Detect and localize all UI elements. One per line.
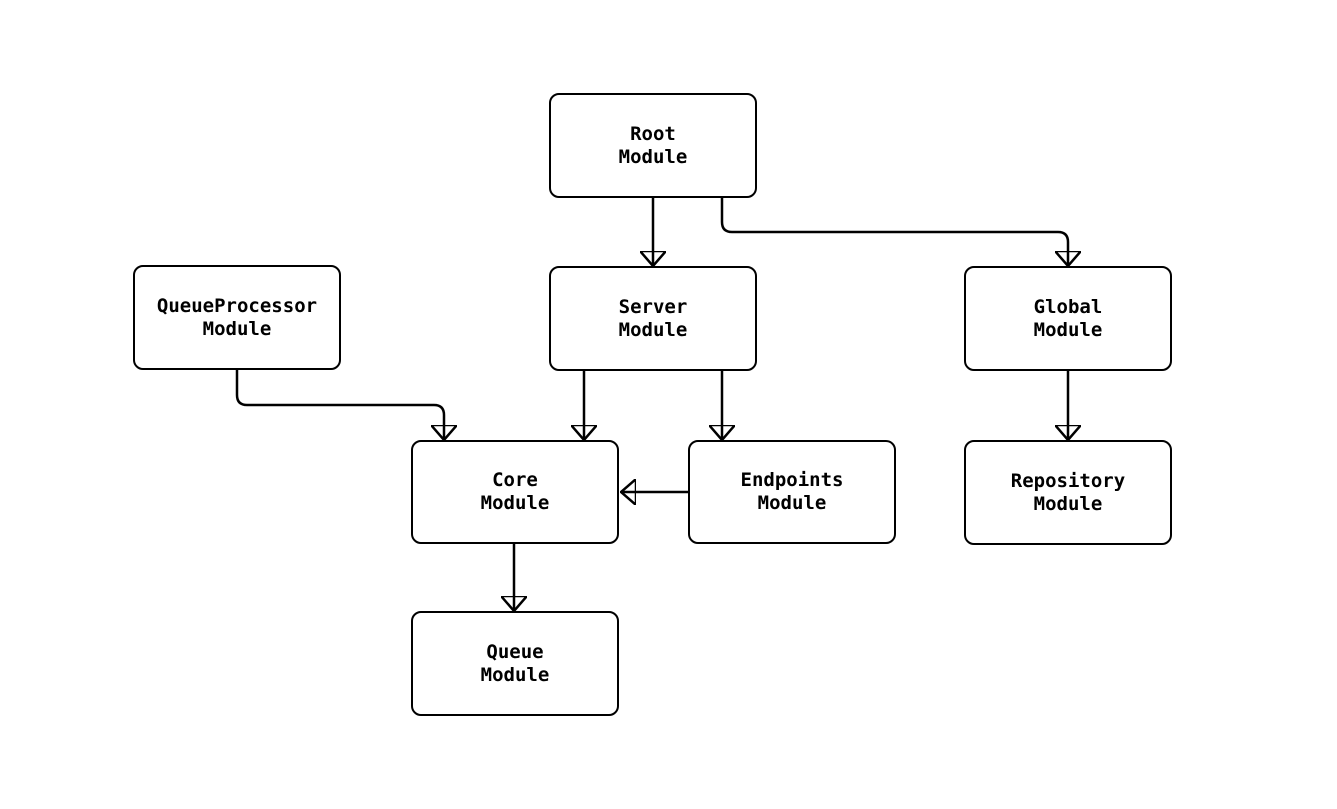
- node-server-module: Server Module: [549, 266, 757, 371]
- node-label-line1: Endpoints: [740, 469, 844, 491]
- node-label-line2: Module: [1033, 318, 1103, 341]
- node-label-line1: QueueProcessor: [156, 294, 318, 317]
- node-label-line2: Module: [618, 145, 688, 168]
- node-queue-module: Queue Module: [411, 611, 619, 716]
- node-label-line1: Repository: [1010, 469, 1126, 492]
- node-label-line1: Root: [630, 122, 676, 145]
- node-label-line2: Module: [757, 492, 827, 514]
- node-label-line1: Queue: [486, 640, 544, 663]
- edge-root-to-global: [720, 198, 1068, 266]
- node-label-line2: Module: [480, 492, 550, 514]
- edge-queueprocessor-to-core: [235, 370, 444, 440]
- node-root-module: Root Module: [549, 93, 757, 198]
- node-label-line1: Global: [1033, 295, 1103, 318]
- node-repository-module: Repository Module: [964, 440, 1172, 545]
- node-label-line2: Module: [1033, 492, 1103, 515]
- node-label-line1: Server: [618, 295, 688, 318]
- node-core-module: Core Module: [411, 440, 619, 544]
- node-label-line1: Core: [492, 469, 538, 491]
- node-label-line2: Module: [618, 318, 688, 341]
- node-endpoints-module: Endpoints Module: [688, 440, 896, 544]
- node-queueprocessor-module: QueueProcessor Module: [133, 265, 341, 370]
- node-label-line2: Module: [480, 663, 550, 686]
- node-label-line2: Module: [202, 317, 272, 340]
- node-global-module: Global Module: [964, 266, 1172, 371]
